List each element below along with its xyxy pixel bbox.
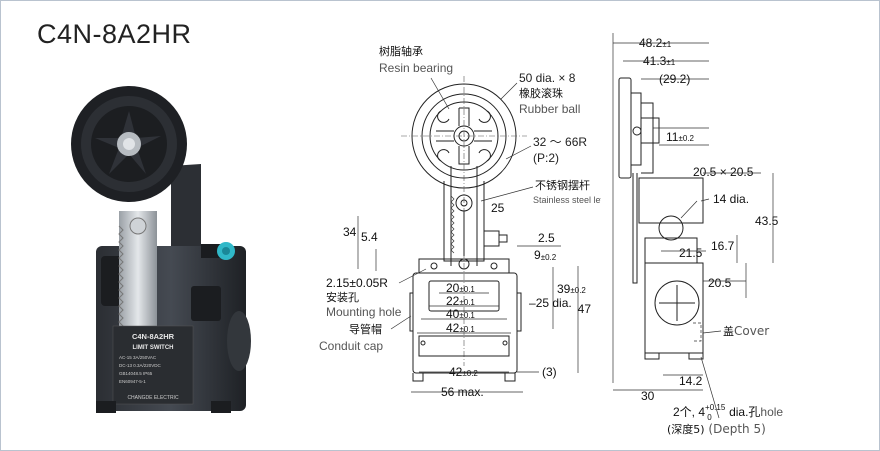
- ball-dim: 50 dia. × 8: [519, 71, 576, 85]
- dim-47: 47: [578, 302, 592, 316]
- dim-11: 11±0.2: [666, 130, 695, 144]
- front-view-drawing: 树脂轴承 Resin bearing 50 dia. × 8 橡胶滚珠 Rubb…: [319, 44, 601, 399]
- dim-21-5: 21.5: [679, 246, 703, 260]
- dim-48-2: 48.2±1: [639, 36, 672, 50]
- photo-brand: CHANGDE ELECTRIC: [127, 395, 179, 401]
- photo-spec-1: AC-15 3A/250VAC: [119, 355, 157, 360]
- dim-hole-radius: 2.15±0.05R: [326, 276, 388, 290]
- dim-25-dia: –25 dia.: [529, 296, 572, 310]
- conduit-cap-en: Conduit cap: [319, 339, 383, 353]
- lever-en: Stainless steel lever: [533, 195, 601, 205]
- mounting-hole-cn: 安装孔: [326, 290, 359, 304]
- conduit-cap-cn: 导管帽: [349, 322, 382, 336]
- pitch-label: (P:2): [533, 151, 559, 165]
- radius-label: 32 ～ 66R: [533, 135, 587, 149]
- dim-20-5: 20.5: [708, 276, 732, 290]
- dim-2-5: 2.5: [538, 231, 555, 245]
- dim-43-5: 43.5: [755, 214, 779, 228]
- photo-spec-4: EN60947-5-1: [119, 379, 146, 384]
- side-view-drawing: 48.2±1 41.3±1 (29.2) 11±0.2 20.5 × 20.5 …: [612, 33, 783, 436]
- photo-type: LIMIT SWITCH: [133, 345, 174, 351]
- dim-14-dia: 14 dia.: [713, 192, 749, 206]
- dim-9: 9±0.2: [534, 248, 557, 262]
- mounting-hole-en: Mounting hole: [326, 305, 402, 319]
- dim-29-2: (29.2): [659, 72, 690, 86]
- rubber-ball-en: Rubber ball: [519, 102, 580, 116]
- depth-note: (深度5) (Depth 5): [667, 422, 766, 436]
- resin-bearing-cn: 树脂轴承: [379, 44, 423, 58]
- dim-42: 42±0.1: [446, 321, 475, 335]
- photo-spec-3: GB14048.5 IP65: [119, 371, 153, 376]
- dim-40: 40±0.1: [446, 307, 475, 321]
- dim-22: 22±0.1: [446, 294, 475, 308]
- dim-5-4: 5.4: [361, 230, 378, 244]
- dim-41-3: 41.3±1: [643, 54, 676, 68]
- dim-20: 20±0.1: [446, 281, 475, 295]
- lever-cn: 不锈钢摆杆: [535, 178, 590, 192]
- product-title: C4N-8A2HR: [37, 19, 192, 49]
- dim-20-5x: 20.5 × 20.5: [693, 165, 754, 179]
- dim-14-2: 14.2: [679, 374, 703, 388]
- rubber-ball-cn: 橡胶滚珠: [519, 86, 563, 100]
- dim-39: 39±0.2: [557, 282, 586, 296]
- photo-model: C4N-8A2HR: [132, 332, 175, 341]
- product-photo: C4N-8A2HR LIMIT SWITCH AC-15 3A/250VAC D…: [71, 86, 251, 413]
- resin-bearing-en: Resin bearing: [379, 61, 453, 75]
- dim-30: 30: [641, 389, 655, 403]
- dim-34: 34: [343, 225, 357, 239]
- photo-spec-2: DC-13 0.3A/220VDC: [119, 363, 162, 368]
- dim-25: 25: [491, 201, 505, 215]
- cover-cn: 盖Cover: [723, 324, 769, 338]
- dim-3: (3): [542, 365, 557, 379]
- label-plate: [112, 325, 194, 405]
- dim-16-7: 16.7: [711, 239, 735, 253]
